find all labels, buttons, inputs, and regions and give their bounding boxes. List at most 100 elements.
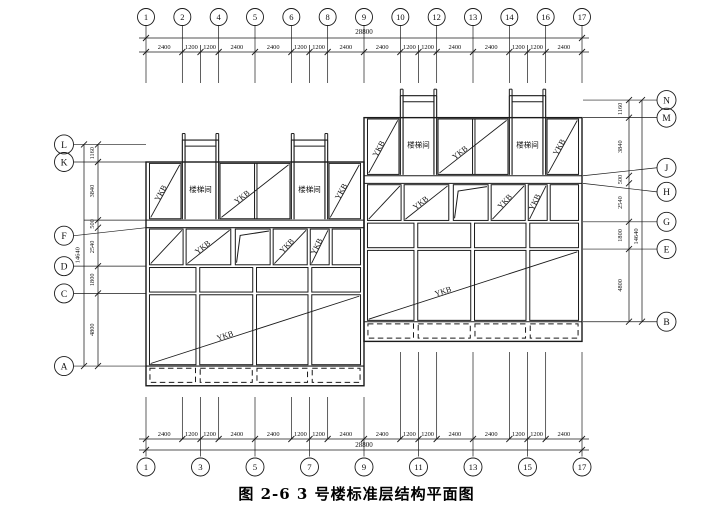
slab-panel: [309, 228, 330, 266]
slab-diagonal: [547, 120, 578, 174]
axis-bubble: [54, 225, 74, 246]
axis-label: J: [665, 164, 669, 174]
slab-diagonal: [529, 185, 547, 220]
slab-panel: [546, 118, 580, 175]
axis-label: B: [663, 318, 669, 328]
dim-tick: [506, 48, 513, 56]
leader-line: [73, 227, 147, 237]
axis-label: 12: [432, 12, 441, 22]
segment-dim-text: 1200: [421, 431, 434, 438]
axis-label: 5: [253, 462, 258, 472]
axis-bubble: [656, 211, 677, 232]
slab-panel: [331, 228, 362, 266]
slab-panel: [366, 222, 415, 249]
axis-label: D: [61, 263, 68, 273]
axis-bubble: [54, 283, 74, 304]
balcony-slab: [256, 367, 309, 383]
axis-label: 17: [578, 12, 587, 22]
axis-label: 8: [326, 12, 330, 22]
balcony-slab: [474, 323, 527, 339]
segment-dim-text: 4800: [89, 323, 96, 336]
segment-dim-text: 2400: [376, 431, 389, 438]
stairwell-label: 楼梯间: [516, 140, 539, 150]
segment-dim-text: 500: [89, 219, 96, 228]
segment-dim-text: 1200: [421, 44, 434, 51]
axis-bubble: [656, 239, 677, 259]
dim-tick: [542, 48, 549, 56]
slab-diagonal: [150, 164, 181, 218]
axis-bubble: [572, 457, 592, 477]
slab-panel: [311, 267, 362, 293]
segment-dim-text: 1800: [617, 229, 624, 242]
segment-dim-text: 1200: [203, 431, 216, 438]
slab-panel: [256, 294, 309, 366]
dim-tick: [524, 435, 531, 443]
dim-tick: [94, 224, 102, 232]
axis-label: 1: [144, 12, 148, 22]
axis-label: L: [61, 141, 67, 151]
figure-caption: 图 2-6 3 号楼标准层结构平面图: [238, 485, 475, 503]
axis-bubble: [391, 8, 410, 26]
slab-panel: [234, 228, 271, 266]
axis-label: 5: [253, 12, 257, 22]
dim-tick: [179, 48, 186, 56]
dim-tick: [251, 435, 259, 443]
dim-tick: [288, 48, 295, 56]
slab-diagonal: [439, 120, 507, 174]
segment-dim-text: 500: [617, 175, 624, 184]
leader-line: [582, 182, 658, 193]
total-dim-text: 28800: [355, 441, 373, 449]
slab-panel: [185, 228, 232, 266]
segment-dim-text: 1200: [294, 431, 307, 438]
slab-panel: [417, 249, 472, 321]
dim-tick: [360, 48, 368, 56]
dim-tick: [215, 435, 222, 443]
segment-dim-text: 2540: [89, 241, 96, 254]
segment-dim-text: 2400: [339, 431, 352, 438]
segment-dim-text: 4800: [617, 279, 624, 292]
axis-bubble: [573, 8, 591, 26]
slab-panel: [474, 249, 527, 321]
slab-diagonal: [187, 229, 230, 264]
slab-panel: [328, 162, 362, 220]
balcony-slab: [529, 323, 579, 339]
axis-bubble: [427, 8, 446, 26]
axis-bubble: [518, 457, 537, 477]
slab-panel: [529, 222, 580, 249]
slab-panel: [527, 184, 548, 221]
slab-mark-label: YKB: [371, 139, 387, 158]
axis-label: G: [663, 218, 670, 228]
slab-diagonal: [368, 185, 401, 220]
axis-label: 15: [523, 462, 532, 472]
axis-bubble: [656, 107, 677, 128]
axis-label: E: [664, 245, 670, 255]
segment-dim-text: 1200: [203, 44, 216, 51]
segment-dim-text: 3840: [89, 185, 96, 198]
axis-label: 4: [217, 12, 222, 22]
segment-dim-text: 2540: [617, 196, 624, 209]
dim-tick: [578, 446, 586, 454]
axis-bubble: [137, 8, 155, 26]
slab-panel: [272, 228, 308, 266]
slab-panel: [529, 249, 580, 321]
axis-bubble: [656, 181, 677, 202]
axis-bubble: [191, 457, 210, 477]
axis-label: 3: [198, 462, 203, 472]
axis-bubble: [536, 8, 555, 26]
dim-tick: [360, 435, 368, 443]
balcony-slab: [417, 323, 471, 339]
segment-dim-text: 2400: [448, 431, 461, 438]
axis-bubble: [245, 457, 265, 477]
dim-tick: [578, 34, 586, 42]
axis-label: 7: [307, 462, 312, 472]
axis-label: N: [663, 96, 670, 106]
slab-mark-label: YKB: [527, 193, 542, 212]
dim-tick: [578, 435, 586, 443]
dim-tick: [433, 48, 440, 56]
slab-diagonal: [405, 185, 448, 220]
slab-panel: [256, 267, 309, 293]
slab-mark-label: YKB: [451, 144, 470, 161]
